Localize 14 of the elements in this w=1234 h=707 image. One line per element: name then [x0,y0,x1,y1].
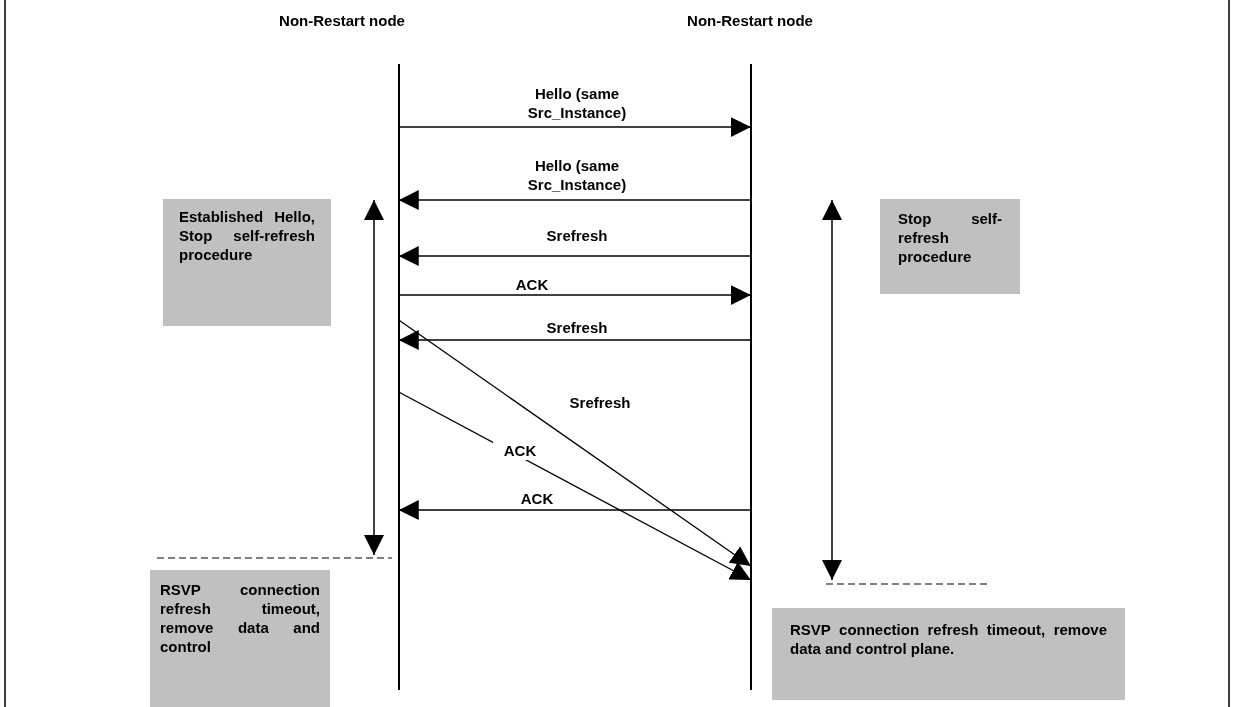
message-arrow [398,190,752,210]
message-arrow [398,246,752,266]
message-arrow [398,117,752,137]
note-box: RSVP connection refresh timeout, remove data and control plane. [772,608,1125,700]
note-box: Stop self-refresh procedure [880,199,1020,294]
message-arrow [398,500,752,520]
note-box: RSVP connection refresh timeout, remove data and control [150,570,330,707]
lifeline-header: Non-Restart node [278,12,406,29]
message-arrow [398,391,752,581]
message-arrow [398,285,752,305]
lifeline-header: Non-Restart node [686,12,814,29]
message-arrow [398,330,752,350]
note-box: Established Hello, Stop self-refresh procedure [163,199,331,326]
message-arrow [398,319,752,567]
